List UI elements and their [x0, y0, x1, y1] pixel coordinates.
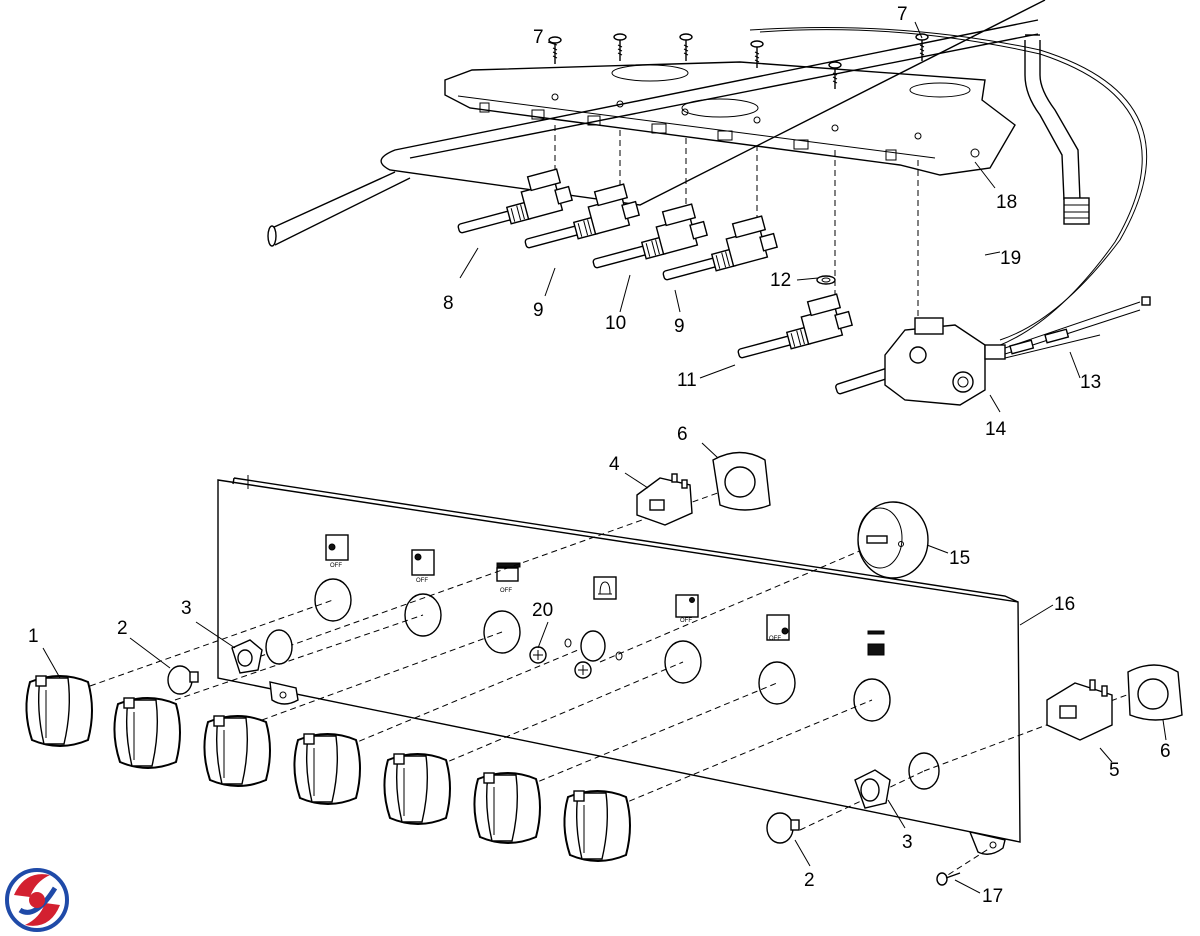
callout-3b: 3 — [902, 832, 913, 853]
callout-7b: 7 — [897, 4, 908, 25]
callout-15: 15 — [949, 548, 970, 569]
callout-14: 14 — [985, 419, 1007, 440]
callout-9b: 9 — [674, 316, 685, 337]
knob-icon — [473, 772, 541, 844]
push-button-2a — [167, 665, 199, 695]
callout-2a: 2 — [117, 618, 128, 639]
svg-text:OFF: OFF — [500, 588, 512, 594]
callout-10: 10 — [605, 313, 626, 334]
burner-symbol-1: OFF — [325, 534, 349, 569]
svg-text:OFF: OFF — [416, 578, 428, 584]
brand-logo — [5, 868, 69, 932]
callout-16: 18 — [996, 192, 1017, 213]
screw-19 — [936, 872, 961, 886]
knob-icon — [203, 715, 271, 787]
callout-7a: 7 — [533, 27, 544, 48]
callout-5: 5 — [1109, 760, 1120, 781]
knob-icon — [25, 675, 93, 747]
clip-12 — [816, 275, 836, 285]
switch-4 — [636, 473, 693, 526]
burner-symbol-2: OFF — [411, 549, 435, 584]
bezel-3b — [854, 769, 891, 809]
screws-20 — [529, 630, 623, 679]
timer-15 — [857, 501, 929, 579]
callout-20: 20 — [532, 600, 553, 621]
svg-text:OFF: OFF — [769, 636, 781, 642]
callout-17: 19 — [1000, 248, 1021, 269]
burner-rail-bracket — [444, 61, 1016, 176]
gas-tap-10 — [592, 203, 709, 269]
gas-tap-8 — [457, 168, 574, 234]
callout-3a: 3 — [181, 598, 192, 619]
gasket-6b — [1127, 664, 1183, 721]
bell-icon — [593, 576, 617, 600]
callout-labels: 7 7 18 19 8 9 10 9 12 11 13 14 6 4 15 16… — [28, 4, 1171, 907]
bezel-3a — [231, 629, 293, 674]
thermostat-valve-14 — [835, 317, 1006, 406]
svg-text:OFF: OFF — [680, 618, 692, 624]
burner-symbol-3: OFF — [675, 594, 699, 624]
callout-18: 16 — [1054, 594, 1075, 615]
callout-11: 11 — [677, 370, 697, 391]
switch-5 — [1046, 679, 1113, 741]
gas-manifold-pipe — [267, 0, 1090, 247]
callout-19: 17 — [982, 886, 1003, 907]
oven-symbol — [867, 630, 885, 656]
gasket-6a — [712, 451, 771, 511]
callout-4: 4 — [609, 454, 620, 475]
thermostat-wires-13 — [1004, 296, 1151, 359]
svg-text:OFF: OFF — [330, 563, 342, 569]
knob-icon — [563, 790, 631, 862]
knob-icon — [113, 697, 181, 769]
callout-6b: 6 — [1160, 741, 1171, 762]
control-knobs-1 — [25, 675, 631, 862]
callout-13: 13 — [1080, 372, 1101, 393]
knob-icon — [383, 753, 451, 825]
push-button-2b — [766, 812, 800, 844]
burner-symbol-4: OFF — [766, 614, 790, 642]
knob-icon — [293, 733, 361, 805]
screw-alignment-lines — [554, 125, 919, 320]
screw-icon — [828, 61, 842, 89]
gas-tap-9 — [524, 183, 641, 249]
screw-icon — [613, 33, 627, 61]
callout-6a: 6 — [677, 424, 688, 445]
gas-tap-9b — [662, 215, 779, 281]
screw-icon — [679, 33, 693, 61]
callout-8: 8 — [443, 293, 454, 314]
callout-2b: 2 — [804, 870, 815, 891]
bottom-leader-lines — [42, 442, 1167, 894]
screws-7 — [548, 33, 929, 89]
callout-1: 1 — [28, 626, 39, 647]
screw-icon — [750, 40, 764, 68]
callout-9a: 9 — [533, 300, 544, 321]
top-leader-lines — [459, 21, 1081, 413]
screw-icon — [915, 33, 929, 61]
screw-icon — [548, 36, 562, 64]
callout-12: 12 — [770, 270, 791, 291]
gas-tap-11 — [737, 293, 854, 359]
control-panel-18: OFF OFF OFF OFF OFF — [217, 475, 1021, 855]
